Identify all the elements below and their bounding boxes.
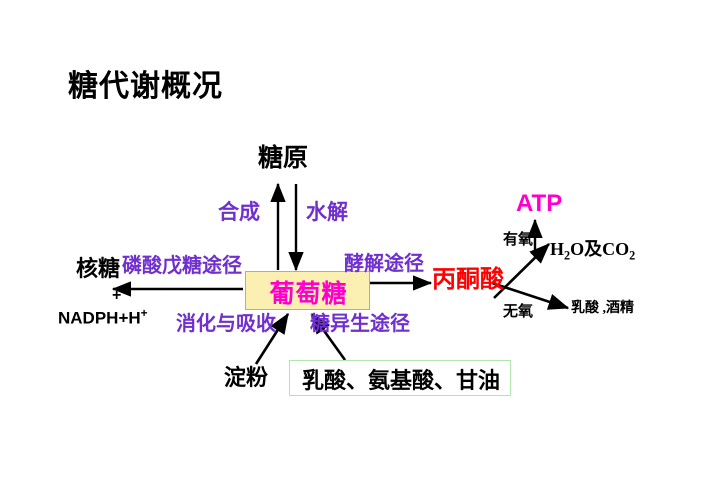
pathway-label-synthesis: 合成: [218, 200, 260, 224]
h2o-co2-sub2: 2: [629, 248, 636, 263]
node-pyruvate: 丙酮酸: [432, 267, 504, 293]
h2o-co2-prefix: H: [550, 239, 565, 259]
node-water-and-co2: H2O及CO2: [550, 240, 635, 262]
pathway-label-hydrolysis: 水解: [306, 200, 348, 224]
nadph-superscript: +: [140, 306, 148, 320]
node-substrates: 乳酸、氨基酸、甘油: [301, 368, 500, 393]
substrate-box: 乳酸、氨基酸、甘油: [289, 360, 511, 396]
node-atp: ATP: [516, 190, 563, 217]
page-title: 糖代谢概况: [68, 70, 223, 103]
pathway-label-gluconeogenesis: 糖异生途径: [310, 313, 410, 335]
node-glucose: 葡萄糖: [269, 280, 348, 308]
nadph-text: NADPH+H: [58, 308, 141, 328]
pathway-label-pentose-phosphate: 磷酸戊糖途径: [122, 255, 242, 277]
pathway-label-glycolysis: 酵解途径: [344, 253, 424, 275]
plus-sign: +: [112, 287, 122, 304]
node-lactate-alcohol: 乳酸 ,酒精: [571, 301, 634, 316]
h2o-co2-sub1: 2: [564, 248, 571, 263]
pathway-label-digestion-absorption: 消化与吸收: [176, 313, 276, 335]
node-starch: 淀粉: [224, 365, 269, 390]
node-glycogen: 糖原: [258, 145, 309, 172]
node-nadph: NADPH+H+: [58, 306, 148, 328]
glucose-box: 葡萄糖: [245, 271, 370, 310]
pathway-label-anaerobic: 无氧: [503, 304, 534, 320]
h2o-co2-mid: O及CO: [570, 239, 630, 259]
pathway-label-aerobic: 有氧: [503, 232, 534, 248]
node-ribose: 核糖: [76, 256, 121, 281]
